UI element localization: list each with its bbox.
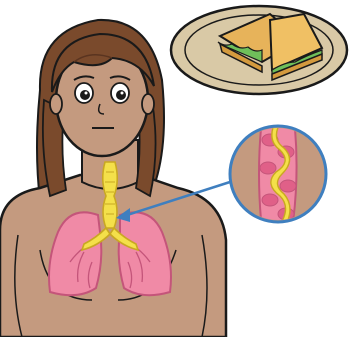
- sandwich-on-plate: [171, 6, 347, 94]
- ear-right: [142, 94, 154, 114]
- airway-magnifier: [230, 118, 326, 230]
- ear-left: [50, 94, 62, 114]
